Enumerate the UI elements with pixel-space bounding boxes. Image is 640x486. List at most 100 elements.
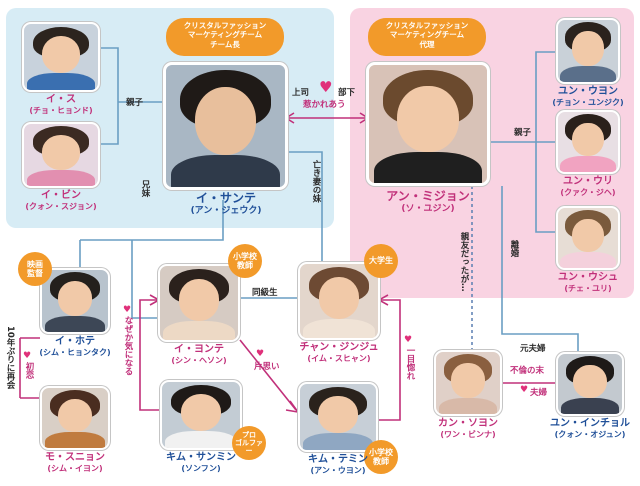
heart-santae-mijeon-icon: ♥ (319, 78, 333, 96)
photo-jinju (298, 262, 380, 340)
badge-pro-line1: プロ (242, 430, 256, 439)
name-yonte-actor: (シン・ヘソン) (171, 355, 227, 365)
badge-eiga-line2: 監督 (27, 269, 43, 278)
label-furin: 不倫の末 (510, 366, 545, 376)
line-temin-jinju (378, 299, 401, 421)
heart-fufu-icon: ♥ (520, 385, 529, 395)
label-hatsukoi: 初恋 (24, 362, 34, 379)
photo-uwon (556, 18, 620, 84)
photo-uri (556, 110, 620, 174)
label-buka: 部下 (338, 88, 356, 98)
photo-ushu (556, 206, 620, 270)
badge-pro: プロ ゴルファー (232, 426, 266, 460)
name-yonte: イ・ヨンテ (シン・ヘソン) (171, 344, 226, 365)
badge-eiga: 映画 監督 (18, 252, 52, 286)
label-joushi: 上司 (292, 88, 310, 98)
name-ushu-name: ユン・ウシュ (558, 272, 618, 283)
label-oyako-left: 親子 (126, 98, 144, 108)
photo-hote (40, 268, 110, 334)
name-injeol-actor: (クォン・オジュン) (554, 429, 626, 439)
name-ibin: イ・ビン (クォン・スジョン) (25, 190, 96, 211)
photo-mijeon (366, 62, 490, 186)
name-ibin-actor: (クォン・スジョン) (25, 201, 97, 211)
name-hote-name: イ・ホテ (55, 336, 95, 347)
badge-shougakkou1-line1: 小学校 (233, 251, 257, 261)
line-children-to-santae (100, 47, 163, 145)
name-temin: キム・テミン (アン・ウヨン) (308, 454, 368, 475)
name-mijeon: アン・ミジョン (ソ・ユジン) (386, 189, 470, 214)
label-katamoi: 片思い (254, 362, 280, 372)
name-sangmin-actor: (ソンフン) (181, 463, 221, 473)
label-hitomebore: 一目惚れ (405, 346, 415, 380)
badge-daigakusei-line1: 大学生 (369, 256, 393, 266)
name-soyon-name: カン・ソヨン (438, 418, 498, 429)
name-uwon-actor: (チョン・ユンジク) (552, 97, 624, 107)
photo-sunie (40, 386, 110, 450)
name-sangmin-name: キム・サンミン (166, 452, 236, 463)
badge-daigakusei: 大学生 (364, 244, 398, 278)
name-uwon-name: ユン・ウヨン (558, 86, 618, 97)
line-santae-yonte (132, 200, 224, 241)
name-santae-actor: (アン・ジェウク) (190, 205, 262, 216)
name-jinju-name: チャン・ジンジュ (299, 342, 379, 353)
line-yonte-branch (131, 240, 157, 319)
santae-title-line3: チーム長 (210, 39, 240, 49)
badge-mijeon-title: クリスタルファッション マーケティングチーム 代理 (368, 18, 486, 56)
label-saikai: 10年ぶりに再会 (5, 326, 15, 389)
heart-katamoi-icon: ♥ (256, 349, 265, 359)
line-mijeon-injeol (501, 186, 579, 352)
name-mijeon-actor: (ソ・ユジン) (401, 203, 455, 214)
name-injeol-name: ユン・インチョル (550, 418, 630, 429)
photo-injeol (556, 352, 624, 416)
label-nakitsuma: 亡き妻の妹 (311, 160, 321, 203)
name-sunie-name: モ・スニョン (45, 452, 105, 463)
line-sangmin-yonte (139, 299, 160, 411)
line-hote-to-yonte (79, 239, 132, 268)
label-doukyuusei: 同級生 (252, 288, 278, 298)
badge-eiga-line1: 映画 (27, 259, 43, 269)
name-santae-name: イ・サンテ (195, 191, 256, 205)
badge-shougakkou2-line1: 小学校 (369, 447, 393, 457)
name-mijeon-name: アン・ミジョン (386, 189, 470, 203)
name-sunie-actor: (シム・イヨン) (47, 463, 103, 473)
name-isu-actor: (チョ・ヒョンド) (29, 105, 93, 115)
line-yonte-temin (239, 339, 297, 411)
name-temin-actor: (アン・ウヨン) (310, 465, 366, 475)
badge-shougakkou2-line2: 教師 (373, 457, 389, 466)
name-santae: イ・サンテ (アン・ジェウク) (190, 191, 262, 216)
badge-pro-line2: ゴルファー (235, 438, 263, 456)
label-fufu: 夫婦 (530, 388, 548, 398)
mijeon-title-line2: マーケティングチーム (389, 30, 465, 40)
badge-shougakkou1: 小学校 教師 (228, 244, 262, 278)
name-temin-name: キム・テミン (308, 454, 368, 465)
name-hote-actor: (シム・ヒョンタク) (39, 347, 111, 357)
photo-soyon (434, 350, 502, 416)
badge-santae-title: クリスタルファッション マーケティングチーム チーム長 (166, 18, 284, 56)
photo-santae (163, 62, 288, 190)
label-hikare: 惹かれあう (303, 100, 346, 110)
name-yonte-name: イ・ヨンテ (174, 344, 224, 355)
line-children-to-mijeon (490, 51, 556, 233)
label-shinyu: 親友だったが… (459, 232, 469, 292)
photo-sangmin (160, 380, 242, 450)
name-isu-name: イ・ス (46, 94, 76, 105)
name-isu: イ・ス (チョ・ヒョンド) (29, 94, 92, 115)
photo-ibin (22, 122, 100, 188)
mijeon-title-line3: 代理 (419, 39, 435, 49)
photo-isu (22, 22, 100, 92)
heart-hitomebore-icon: ♥ (404, 335, 413, 345)
label-kyoudai: 兄妹 (140, 180, 150, 197)
arrow-temin (285, 400, 300, 414)
photo-yonte (158, 264, 240, 342)
name-ushu: ユン・ウシュ (チェ・ユリ) (558, 272, 618, 293)
photo-temin (298, 382, 378, 452)
name-soyon: カン・ソヨン (ワン・ビンナ) (438, 418, 498, 439)
name-jinju: チャン・ジンジュ (イム・スヒャン) (299, 342, 378, 363)
name-injeol: ユン・インチョル (クォン・オジュン) (550, 418, 630, 439)
santae-title-line2: マーケティングチーム (187, 30, 263, 40)
badge-shougakkou2: 小学校 教師 (364, 440, 398, 474)
name-uwon: ユン・ウヨン (チョン・ユンジク) (552, 86, 623, 107)
name-ibin-name: イ・ビン (41, 190, 81, 201)
name-uri-name: ユン・ウリ (563, 176, 613, 187)
